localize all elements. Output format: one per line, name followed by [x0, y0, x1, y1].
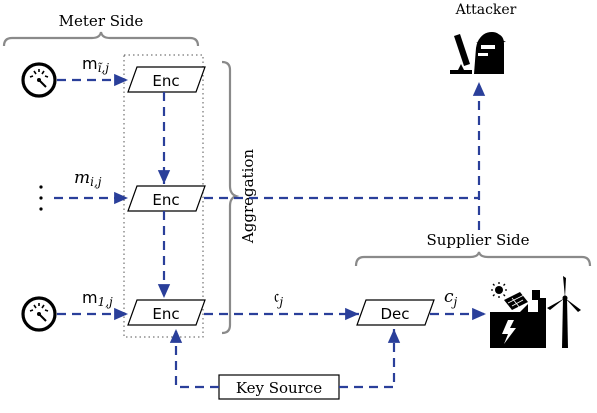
key-source-box: Key Source — [218, 374, 340, 400]
enc-block-bottom-label: Enc — [152, 305, 179, 323]
enc-block-middle-label: Enc — [152, 191, 179, 209]
enc-block-top: Enc — [127, 66, 206, 93]
dec-block-label: Dec — [380, 305, 409, 323]
arrow-key-source-to-enc — [169, 329, 219, 389]
aggregation-brace — [221, 60, 240, 335]
enc-block-bottom: Enc — [127, 299, 206, 326]
meter-gauge-icon — [21, 62, 57, 98]
meter-side-label: Meter Side — [59, 12, 144, 30]
solar-panel-icon — [491, 282, 528, 310]
enc-block-top-label: Enc — [152, 72, 179, 90]
meter-gauge-icon — [21, 296, 57, 332]
key-source-label: Key Source — [236, 379, 322, 397]
meter-side-brace — [2, 31, 200, 47]
decrypted-signal-label: cj — [444, 287, 458, 309]
aggregation-label: Aggregation — [239, 149, 257, 244]
supplier-side-brace — [354, 251, 592, 267]
vertical-ellipsis-icon — [39, 185, 43, 211]
attacker-label: Attacker — [455, 2, 517, 18]
arrow-key-source-to-dec — [339, 329, 401, 389]
meter-middle-reading: mi,j — [74, 168, 102, 189]
meter-bottom-reading: m1,j — [82, 288, 113, 309]
attacker-hacker-icon — [450, 32, 506, 74]
wind-turbine-icon — [547, 276, 581, 348]
supplier-side-label: Supplier Side — [426, 231, 529, 249]
enc-block-middle: Enc — [127, 185, 206, 212]
power-plant-icon — [490, 282, 546, 348]
meter-top-reading: mĩ,j — [82, 54, 109, 75]
aggregate-signal-label: 𝔠j — [274, 287, 283, 309]
dec-block: Dec — [356, 299, 435, 326]
